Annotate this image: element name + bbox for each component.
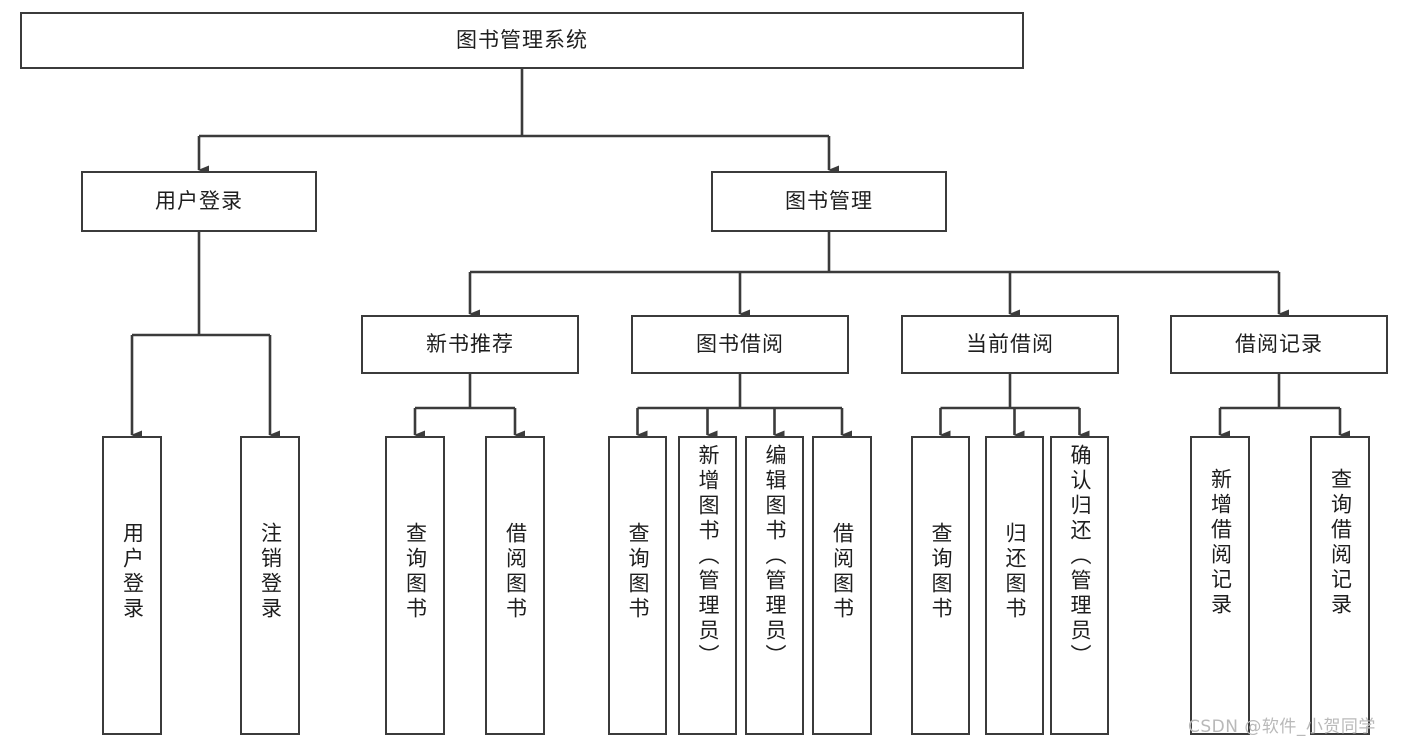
node-label: 确认归还（管理员）: [1068, 444, 1092, 669]
node-label: 用户登录: [120, 522, 145, 622]
node-label: 借阅记录: [1235, 332, 1323, 357]
node-leaf-cb-confirm[interactable]: 确认归还（管理员）: [1050, 436, 1109, 735]
node-book-manage[interactable]: 图书管理: [711, 171, 947, 232]
node-label: 图书借阅: [696, 332, 784, 357]
node-label: 当前借阅: [966, 332, 1054, 357]
node-label: 归还图书: [1003, 522, 1027, 622]
node-label: 查询图书: [929, 522, 953, 622]
node-label: 借阅图书: [830, 522, 855, 622]
node-book-borrow[interactable]: 图书借阅: [631, 315, 849, 374]
node-leaf-bb-borrow[interactable]: 借阅图书: [812, 436, 872, 735]
node-borrow-record[interactable]: 借阅记录: [1170, 315, 1388, 374]
watermark-text: CSDN @软件_小贺同学: [1188, 717, 1376, 737]
node-leaf-bb-query[interactable]: 查询图书: [608, 436, 667, 735]
node-leaf-user-logout[interactable]: 注销登录: [240, 436, 300, 735]
node-leaf-bb-add[interactable]: 新增图书（管理员）: [678, 436, 737, 735]
node-label: 图书管理系统: [456, 28, 588, 53]
node-label: 用户登录: [155, 189, 243, 214]
node-user-login[interactable]: 用户登录: [81, 171, 317, 232]
node-label: 注销登录: [258, 522, 283, 622]
node-leaf-nbr-borrow[interactable]: 借阅图书: [485, 436, 545, 735]
node-leaf-cb-return[interactable]: 归还图书: [985, 436, 1044, 735]
node-leaf-br-add[interactable]: 新增借阅记录: [1190, 436, 1250, 735]
node-label: 新增借阅记录: [1208, 468, 1233, 618]
node-leaf-user-login[interactable]: 用户登录: [102, 436, 162, 735]
node-leaf-cb-query[interactable]: 查询图书: [911, 436, 970, 735]
node-label: 借阅图书: [503, 522, 528, 622]
node-label: 新增图书（管理员）: [696, 444, 720, 669]
node-current-borrow[interactable]: 当前借阅: [901, 315, 1119, 374]
node-leaf-br-query[interactable]: 查询借阅记录: [1310, 436, 1370, 735]
node-root[interactable]: 图书管理系统: [20, 12, 1024, 69]
node-label: 查询借阅记录: [1328, 468, 1353, 618]
node-label: 图书管理: [785, 189, 873, 214]
node-label: 查询图书: [626, 522, 650, 622]
node-label: 查询图书: [403, 522, 428, 622]
node-label: 编辑图书（管理员）: [763, 444, 787, 669]
node-leaf-nbr-query[interactable]: 查询图书: [385, 436, 445, 735]
node-new-book-recommend[interactable]: 新书推荐: [361, 315, 579, 374]
node-leaf-bb-edit[interactable]: 编辑图书（管理员）: [745, 436, 804, 735]
node-label: 新书推荐: [426, 332, 514, 357]
